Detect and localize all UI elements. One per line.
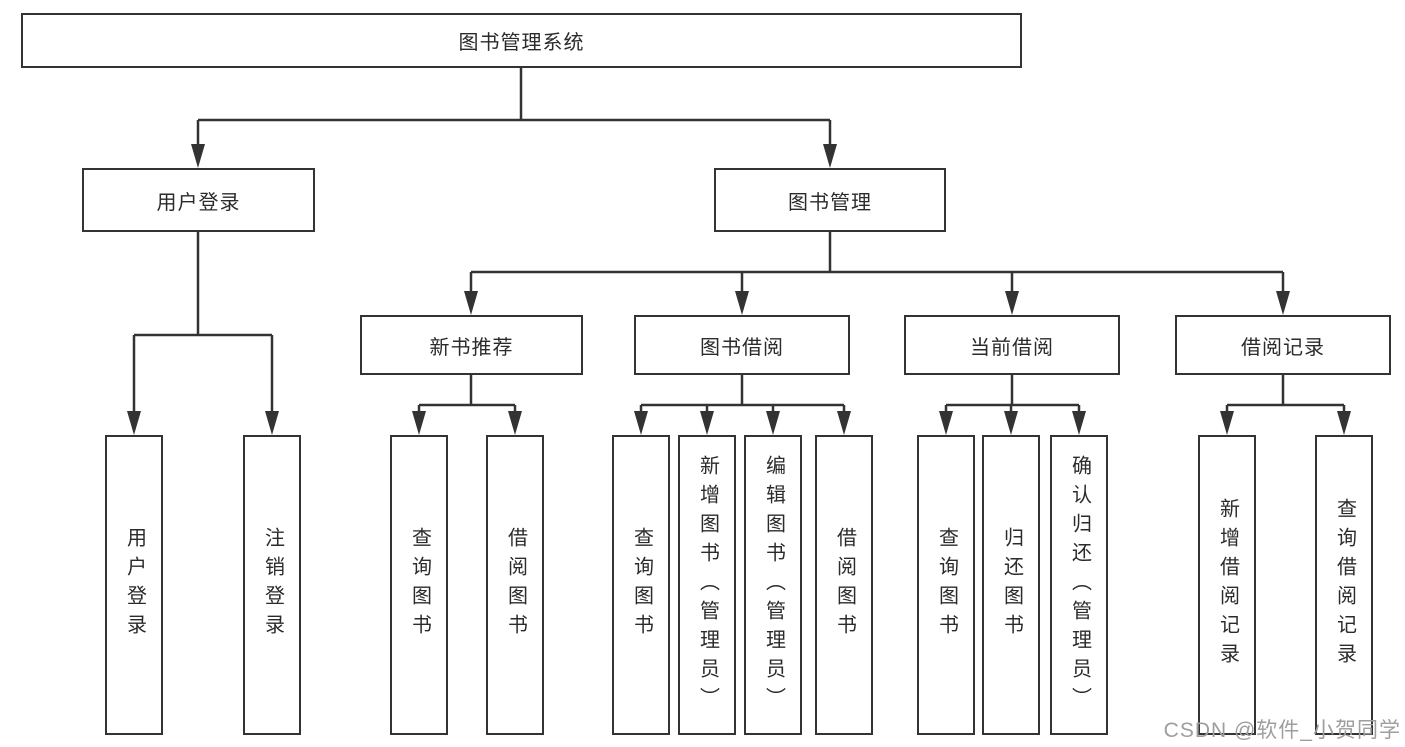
leaf-newbooks-borrow-books-label: 借阅图书 bbox=[504, 527, 527, 643]
leaf-borrow-add-books-admin-label: 新增图书（管理员） bbox=[696, 454, 719, 716]
leaf-newbooks-query-books-label: 查询图书 bbox=[408, 527, 431, 643]
node-book-borrow-label: 图书借阅 bbox=[700, 336, 784, 359]
connector-bookmgmt-to-modules bbox=[469, 232, 1285, 293]
leaf-current-query-books-label: 查询图书 bbox=[935, 527, 958, 643]
leaf-current-return-books-label: 归还图书 bbox=[1000, 527, 1023, 643]
leaf-newbooks-query-books: 查询图书 bbox=[390, 435, 448, 735]
leaf-records-add-record: 新增借阅记录 bbox=[1198, 435, 1256, 735]
watermark: CSDN @软件_小贺同学 bbox=[1163, 719, 1401, 742]
leaf-newbooks-borrow-books: 借阅图书 bbox=[486, 435, 544, 735]
node-book-mgmt-branch-label: 图书管理 bbox=[788, 191, 872, 214]
node-user-login-branch: 用户登录 bbox=[82, 168, 315, 232]
node-borrow-records-label: 借阅记录 bbox=[1241, 336, 1325, 359]
leaf-borrow-borrow-books: 借阅图书 bbox=[815, 435, 873, 735]
leaf-user-login-label: 用户登录 bbox=[123, 527, 146, 643]
leaf-logout-label: 注销登录 bbox=[261, 527, 284, 643]
node-book-mgmt-branch: 图书管理 bbox=[714, 168, 946, 232]
leaf-borrow-edit-books-admin-label: 编辑图书（管理员） bbox=[762, 454, 785, 716]
node-borrow-records: 借阅记录 bbox=[1175, 315, 1391, 375]
connector-currentborrow-to-leaves bbox=[944, 375, 1081, 413]
node-current-borrow: 当前借阅 bbox=[904, 315, 1120, 375]
leaf-borrow-query-books: 查询图书 bbox=[612, 435, 670, 735]
leaf-borrow-borrow-books-label: 借阅图书 bbox=[833, 527, 856, 643]
leaf-borrow-add-books-admin: 新增图书（管理员） bbox=[678, 435, 736, 735]
leaf-records-add-record-label: 新增借阅记录 bbox=[1216, 498, 1239, 672]
node-new-books-label: 新书推荐 bbox=[429, 336, 514, 359]
connector-userlogin-to-leaves bbox=[132, 232, 274, 413]
leaf-current-confirm-return-admin: 确认归还（管理员） bbox=[1050, 435, 1108, 735]
leaf-logout: 注销登录 bbox=[243, 435, 301, 735]
connector-bookborrow-to-leaves bbox=[639, 375, 846, 413]
leaf-current-confirm-return-admin-label: 确认归还（管理员） bbox=[1068, 454, 1091, 716]
node-user-login-branch-label: 用户登录 bbox=[156, 191, 241, 214]
leaf-user-login: 用户登录 bbox=[105, 435, 163, 735]
arrowheads bbox=[127, 144, 1351, 435]
node-book-borrow: 图书借阅 bbox=[634, 315, 850, 375]
connector-root-to-level2 bbox=[196, 68, 832, 146]
leaf-borrow-query-books-label: 查询图书 bbox=[630, 527, 653, 643]
leaf-borrow-edit-books-admin: 编辑图书（管理员） bbox=[744, 435, 802, 735]
leaf-records-query-record: 查询借阅记录 bbox=[1315, 435, 1373, 735]
leaf-current-query-books: 查询图书 bbox=[917, 435, 975, 735]
connector-records-to-leaves bbox=[1225, 375, 1346, 413]
leaf-current-return-books: 归还图书 bbox=[982, 435, 1040, 735]
connector-newbooks-to-leaves bbox=[417, 375, 517, 413]
leaf-records-query-record-label: 查询借阅记录 bbox=[1333, 498, 1356, 672]
node-root-label: 图书管理系统 bbox=[458, 32, 585, 54]
node-root: 图书管理系统 bbox=[21, 13, 1022, 68]
node-current-borrow-label: 当前借阅 bbox=[970, 336, 1054, 359]
node-new-books: 新书推荐 bbox=[360, 315, 583, 375]
